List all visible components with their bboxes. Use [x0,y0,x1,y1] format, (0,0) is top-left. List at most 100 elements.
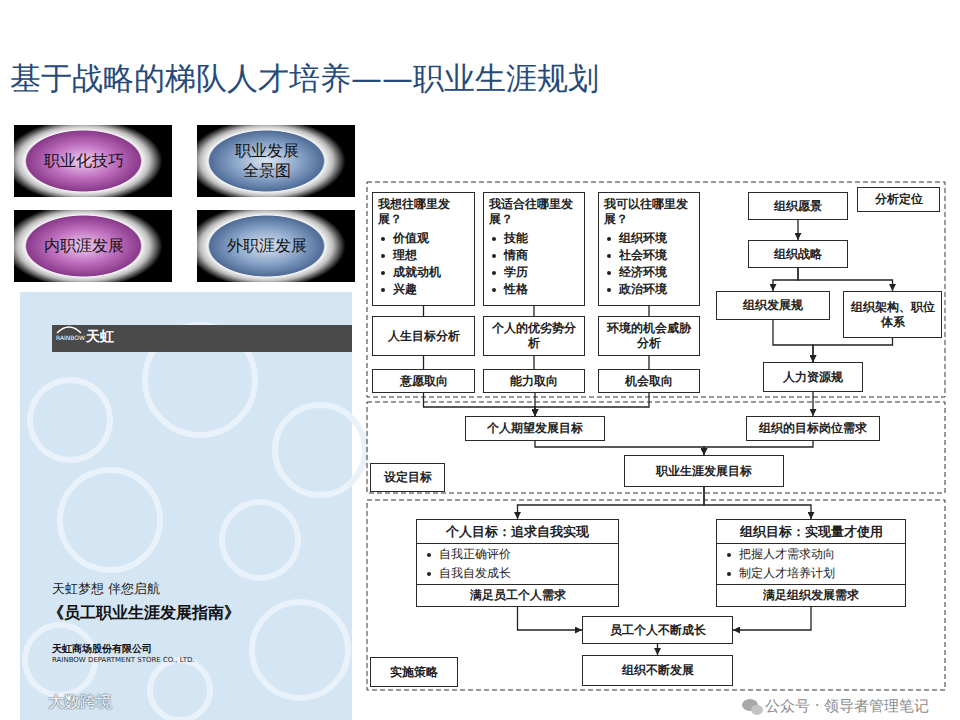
box-label: 组织的目标岗位需求 [759,421,867,436]
box-heading: 我适合往哪里发展？ [489,197,579,227]
process-box: 设定目标 [370,463,445,492]
guide-cover: RAINBOW天虹天虹梦想 伴您启航《员工职业生涯发展指南》天虹商场股份有限公司… [20,292,352,720]
box-label: 组织愿景 [774,199,822,214]
flow-connector [733,607,811,630]
list-item: 技能 [489,230,579,247]
flow-connector [773,268,798,291]
process-box: 人力资源规 [763,362,863,392]
watermark: 公众号 · 领导者管理笔记 [765,697,929,716]
flow-connector [535,441,704,455]
box-label: 内职涯发展 [44,236,124,256]
list-item: 社会环境 [604,247,694,264]
process-box: 组织目标：实现量才使用把握人才需求动向制定人才培养计划满足组织发展需求 [716,519,906,607]
flow-connector [648,306,649,316]
box-label: 设定目标 [384,470,432,485]
cover-text: RAINBOW DEPARTMENT STORE CO., LTD. [52,656,195,664]
list-item: 自我正确评价 [417,544,618,563]
box-label: 组织不断发展 [622,663,694,678]
page-title: 基于战略的梯队人才培养——职业生涯规划 [10,58,599,100]
flow-connector [648,356,649,369]
box-heading: 我想往哪里发展？ [378,197,469,227]
box-footer: 满足组织发展需求 [717,584,905,606]
process-box: 组织愿景 [748,192,848,220]
list-item: 自我自发成长 [417,563,618,582]
process-box: 组织不断发展 [582,655,733,686]
overview-button: 职业发展 全景图 [197,125,355,197]
box-label: 员工个人不断成长 [610,623,706,638]
watermark: 大数跨境 [48,692,112,713]
list-item: 把握人才需求动向 [717,544,905,563]
cover-text: 《员工职业生涯发展指南》 [48,603,240,624]
list-item: 性格 [489,281,579,298]
list-item: 组织环境 [604,230,694,247]
process-box: 分析定位 [857,187,940,212]
box-label: 能力取向 [510,374,558,389]
cover-ground [20,292,352,720]
outer-career-button: 外职涯发展 [197,210,355,282]
logo-arc [57,327,81,333]
flow-connector [773,320,813,362]
box-label: 个人的优劣势分析 [488,321,580,351]
flow-connector [704,441,813,455]
process-box: 组织架构、职位体系 [843,291,942,338]
flow-connector [533,356,534,369]
cover-text: RAINBOW [56,334,85,341]
flow-connector [423,306,424,316]
cover-text: 天虹 [86,328,114,346]
box-label: 职业生涯发展目标 [656,464,752,479]
cover-text: 天虹商场股份有限公司 [52,642,152,656]
flow-connector [423,356,424,369]
box-footer: 满足员工个人需求 [417,584,618,606]
list-item: 理想 [378,247,469,264]
box-label: 组织战略 [774,247,822,262]
process-box: 能力取向 [483,369,585,393]
box-label: 人生目标分析 [388,329,460,344]
process-box: 我可以往哪里发展？ 组织环境社会环境经济环境政治环境 [598,192,700,306]
list-item: 情商 [489,247,579,264]
box-label: 组织发展规 [743,298,803,313]
box-heading: 我可以往哪里发展？ [604,197,694,227]
flow-connector [798,268,893,291]
flow-connector [813,338,893,362]
flow-connector [704,487,811,519]
flow-connector [518,607,583,630]
process-box: 我适合往哪里发展？ 技能情商学历性格 [483,192,585,306]
process-box: 个人期望发展目标 [465,416,605,441]
box-label: 人力资源规 [783,370,843,385]
box-label: 机会取向 [625,374,673,389]
process-box: 机会取向 [598,369,700,393]
list-item: 政治环境 [604,281,694,298]
process-box: 我想往哪里发展？ 价值观理想成就动机兴趣 [372,192,475,306]
flow-connector [535,393,649,416]
process-box: 个人的优劣势分析 [483,316,585,356]
process-box: 组织的目标岗位需求 [746,416,880,441]
process-box: 组织发展规 [716,291,830,320]
list-item: 价值观 [378,230,469,247]
cover-bar [52,325,352,352]
process-box: 员工个人不断成长 [582,616,733,644]
list-item: 经济环境 [604,264,694,281]
process-box: 意愿取向 [372,369,475,393]
process-box: 组织战略 [748,240,848,268]
list-item: 制定人才培养计划 [717,563,905,582]
box-heading: 组织目标：实现量才使用 [717,520,905,544]
box-label: 职业化技巧 [44,151,124,171]
process-box: 环境的机会威胁分析 [598,316,700,356]
flow-connector [812,392,813,416]
list-item: 学历 [489,264,579,281]
flow-connector [657,644,658,655]
box-label: 意愿取向 [400,374,448,389]
list-item: 成就动机 [378,264,469,281]
cover-pattern [25,325,365,720]
skill-button: 职业化技巧 [14,125,172,197]
cover-text: 天虹梦想 伴您启航 [52,580,160,598]
box-label: 职业发展 全景图 [225,141,309,181]
box-label: 分析定位 [875,192,923,207]
list-item: 兴趣 [378,281,469,298]
flow-connector [424,393,536,416]
process-box: 个人目标：追求自我实现自我正确评价自我自发成长满足员工个人需求 [416,519,619,607]
box-heading: 个人目标：追求自我实现 [417,520,618,544]
box-label: 外职涯发展 [227,236,307,256]
flow-connector [518,487,705,519]
phase-regions [367,182,945,690]
